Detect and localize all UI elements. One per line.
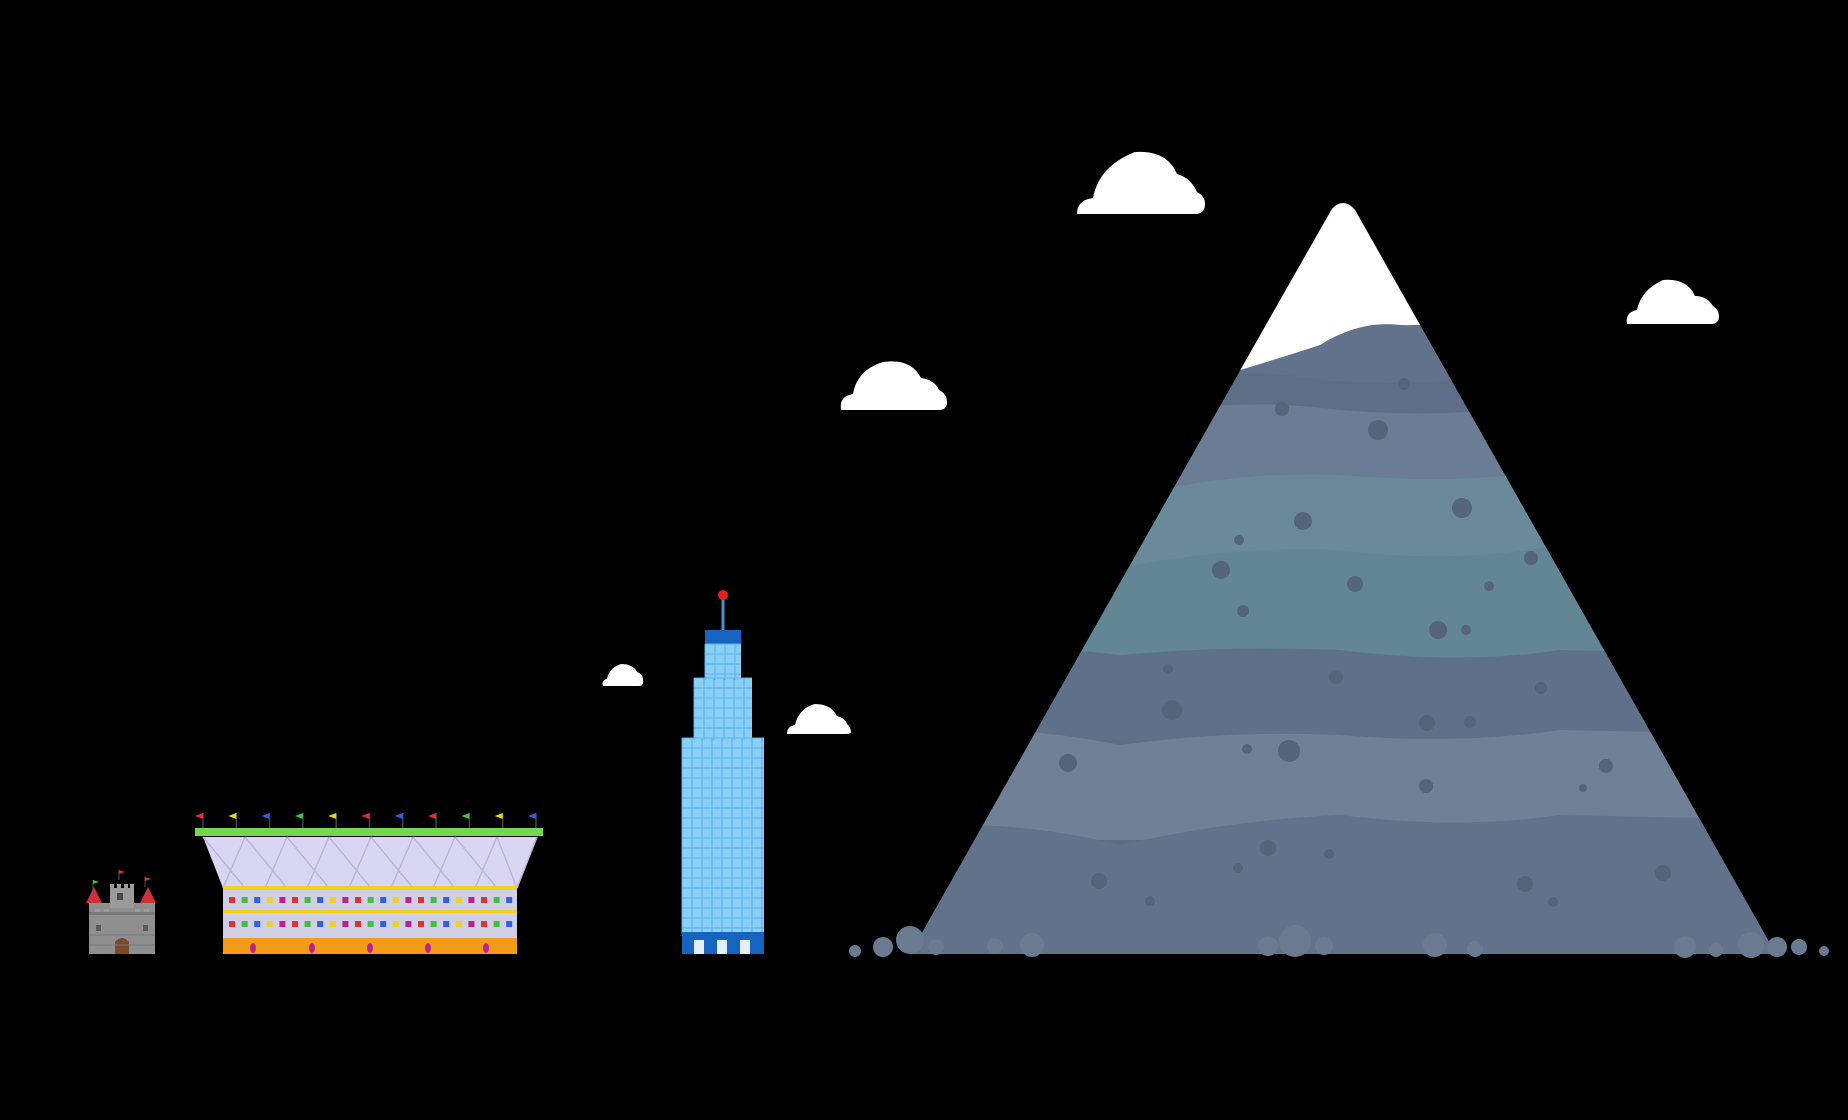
cloud-icon [787,704,851,734]
stadium-flags [195,813,537,828]
cloud-icon [840,361,947,410]
cloud-icon [1077,151,1205,214]
tower-windows [681,643,764,934]
antenna-light [718,590,728,600]
skyscraper-icon [681,590,764,954]
mountain-rocks [1059,378,1671,907]
cloud-icon [602,664,644,686]
clouds [602,151,1719,734]
stadium-lights [229,897,513,927]
cloud-icon [1626,279,1719,324]
castle-icon [86,870,156,954]
mountain-base-rocks [849,925,1829,958]
stadium-icon [195,813,543,954]
